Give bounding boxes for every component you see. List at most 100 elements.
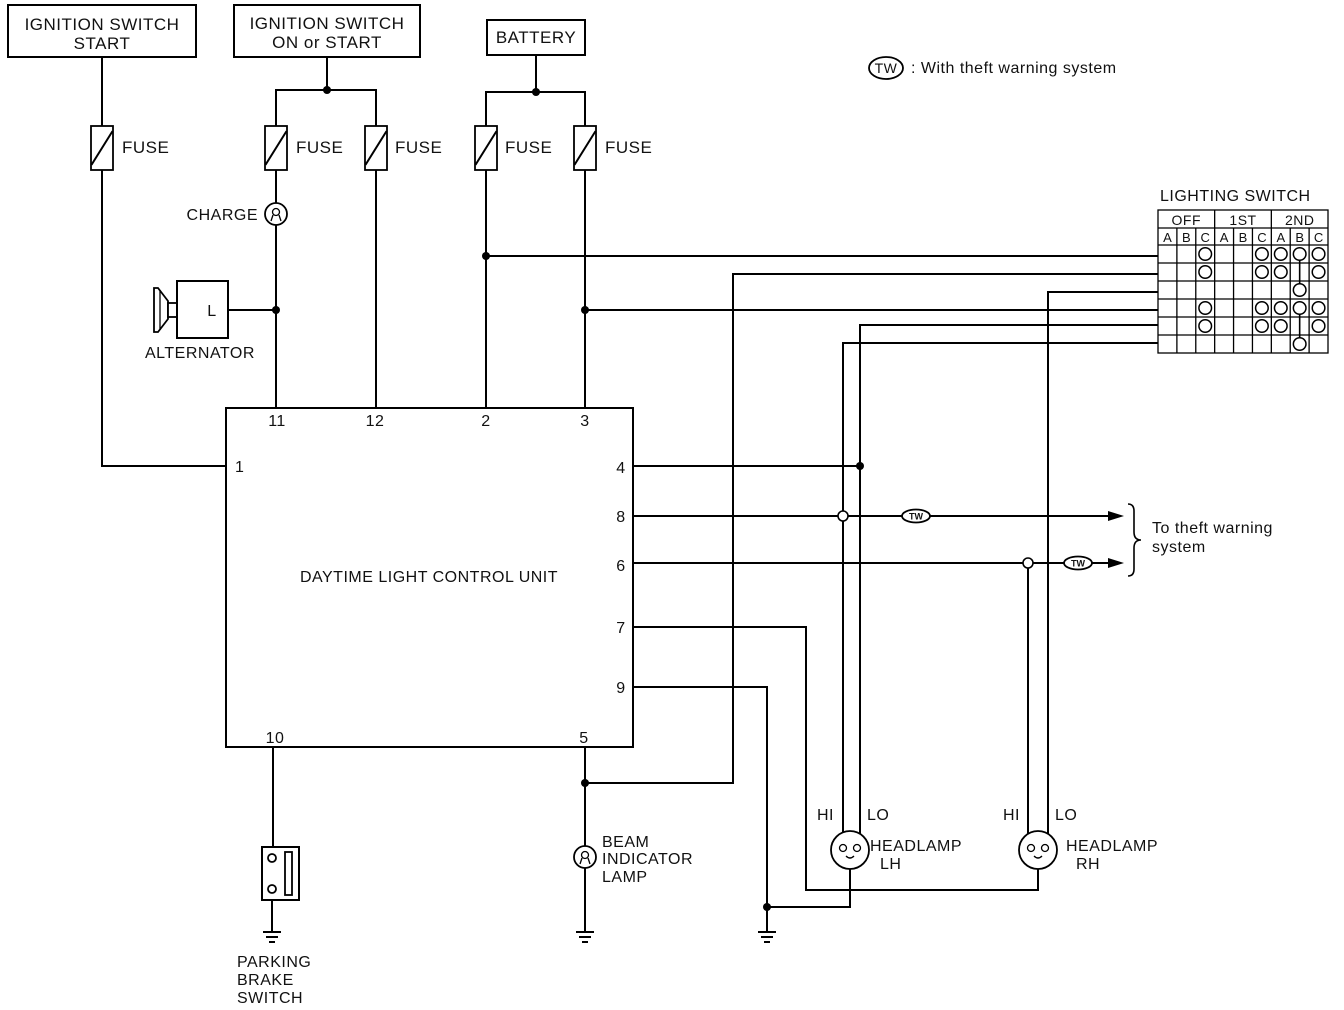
tw-tag: TW (909, 512, 923, 522)
ignition-on-line2: ON or START (272, 33, 382, 52)
tw-tag-icon (901, 508, 931, 524)
switch-continuity-circle (1273, 318, 1288, 334)
brace-icon (1127, 503, 1142, 577)
switch-position-label: 2ND (1285, 212, 1315, 228)
junction-dot (532, 88, 540, 96)
lighting-switch-title: LIGHTING SWITCH (1160, 188, 1311, 205)
headlamp-hi-label: HI (1003, 807, 1020, 824)
wire-lh-ground (766, 868, 851, 908)
switch-contact-icon (267, 884, 277, 894)
ground-icon (576, 931, 594, 943)
wire-pin9-ground (632, 686, 768, 933)
fuse-icon (364, 125, 388, 171)
wire-pin5-to-switch (584, 273, 1159, 784)
switch-terminal-label: B (1295, 230, 1304, 245)
fuse-icon (474, 125, 498, 171)
control-unit-frame (225, 407, 634, 748)
fuse-label: FUSE (505, 138, 552, 157)
pin-label: 5 (579, 730, 588, 747)
switch-continuity-circle (1198, 264, 1213, 280)
daytime-light-control-unit: DAYTIME LIGHT CONTROL UNIT 11 12 2 3 1 4… (225, 407, 634, 748)
pin-label: 6 (616, 558, 625, 575)
switch-continuity-circle (1311, 246, 1326, 262)
parking-brake-label-line2: BRAKE (237, 972, 294, 989)
beam-indicator-lamp: BEAM INDICATOR LAMP (573, 834, 693, 886)
pin-label: 10 (266, 730, 285, 747)
wire-rh-lo-to-switch (1047, 291, 1159, 835)
switch-continuity-circle (1292, 246, 1307, 262)
headlamp-lh: HI LO HEADLAMP LH (817, 807, 962, 873)
pin-label: 8 (616, 509, 625, 526)
alternator-label: ALTERNATOR (145, 345, 255, 362)
headlamp-name: HEADLAMP (1066, 838, 1158, 855)
theft-warning-junction (1022, 557, 1034, 569)
lamp-icon (264, 202, 288, 226)
pin-label: 12 (366, 413, 385, 430)
fuse-icon (90, 125, 114, 171)
switch-continuity-circle (1273, 246, 1288, 262)
headlamp-lo-label: LO (867, 807, 889, 824)
switch-continuity-circle (1311, 264, 1326, 280)
wire-lh-hi-to-switch (842, 342, 1159, 834)
headlamp-icon (1018, 830, 1058, 870)
beam-lamp-label-line3: LAMP (602, 869, 648, 886)
parking-brake-frame (261, 846, 300, 901)
fuse-icon (264, 125, 288, 171)
theft-warning: TW TW To theft warning system (901, 503, 1273, 577)
switch-continuity-circle (1311, 300, 1326, 316)
switch-continuity-circle (1254, 264, 1269, 280)
switch-continuity-circle (1292, 282, 1307, 298)
theft-warning-label-line1: To theft warning (1152, 520, 1273, 537)
junction-dot (272, 306, 280, 314)
junction-dot (581, 779, 589, 787)
ignition-on-line1: IGNITION SWITCH (250, 14, 405, 33)
ignition-start-frame (7, 4, 197, 58)
fuse-label: FUSE (296, 138, 343, 157)
ground-icon (263, 931, 281, 943)
switch-terminal-label: C (1201, 230, 1210, 245)
junction-dot (581, 306, 589, 314)
control-unit-label: DAYTIME LIGHT CONTROL UNIT (300, 569, 558, 586)
tw-tag: TW (1071, 559, 1085, 569)
theft-warning-junction (837, 510, 849, 522)
switch-terminal-label: B (1182, 230, 1191, 245)
switch-terminal-label: A (1220, 230, 1229, 245)
switch-continuity-circle (1198, 300, 1213, 316)
tw-tag-icon (1063, 555, 1093, 571)
switch-lever-icon (284, 851, 293, 896)
legend-text: : With theft warning system (911, 60, 1117, 77)
switch-continuity-circle (1254, 300, 1269, 316)
pin-label: 3 (580, 413, 589, 430)
ignition-on-frame (233, 4, 421, 58)
ignition-switch-on-box: IGNITION SWITCH ON or START (233, 4, 421, 58)
junction-dot (323, 86, 331, 94)
switch-continuity-circle (1292, 336, 1307, 352)
switch-terminal-label: B (1239, 230, 1248, 245)
alternator-terminal: L (207, 303, 216, 320)
lamp-icon (573, 845, 597, 869)
battery-box: BATTERY (486, 19, 586, 56)
switch-contact-icon (267, 853, 277, 863)
fuse-icon (573, 125, 597, 171)
switch-terminal-label: C (1257, 230, 1266, 245)
ground-icon (758, 931, 776, 943)
junction-dot (482, 252, 490, 260)
switch-continuity-circle (1273, 300, 1288, 316)
legend: TW : With theft warning system (868, 56, 1117, 80)
junction-dot (856, 462, 864, 470)
headlamp-icon (830, 830, 870, 870)
pin-label: 7 (616, 620, 625, 637)
wire-ignition-start-to-pin1 (101, 169, 227, 467)
switch-terminal-label: A (1163, 230, 1172, 245)
headlamp-rh: HI LO HEADLAMP RH (1003, 807, 1158, 873)
beam-lamp-label-line2: INDICATOR (602, 851, 693, 868)
tw-legend-icon (868, 56, 904, 80)
fuse-label: FUSE (605, 138, 652, 157)
pin-label: 11 (268, 413, 286, 430)
switch-terminal-label: A (1276, 230, 1285, 245)
charge-lamp: CHARGE (187, 202, 288, 226)
pin-label: 4 (616, 460, 625, 477)
fuse-label: FUSE (122, 138, 169, 157)
ignition-switch-start-box: IGNITION SWITCH START (7, 4, 197, 58)
